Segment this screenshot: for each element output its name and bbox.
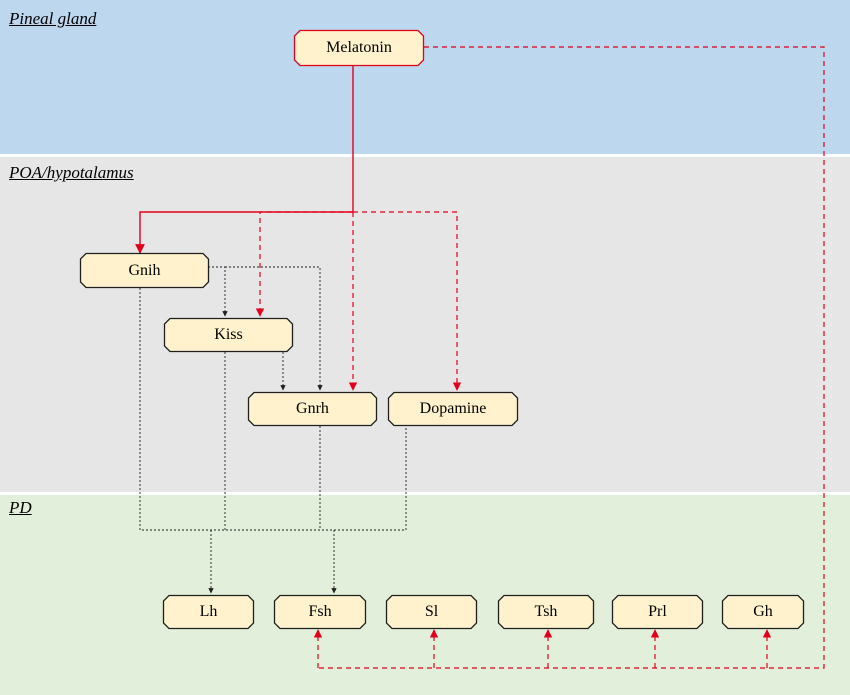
pd-label: PD	[9, 498, 32, 517]
fsh-node: Fsh	[274, 595, 366, 629]
gnih-to-kiss-edge	[208, 266, 228, 317]
gnih-down-edge	[139, 288, 407, 531]
melatonin-to-kiss-edge	[255, 211, 353, 317]
dopamine-node: Dopamine	[388, 392, 518, 426]
pineal-gland-region	[0, 0, 850, 154]
poa-hypothalamus-region	[0, 157, 850, 492]
prl-node: Prl	[612, 595, 703, 629]
gh-node: Gh	[722, 595, 804, 629]
melatonin-to-dopamine-edge	[353, 211, 462, 391]
pineal-gland-label: Pineal gland	[9, 9, 97, 28]
tsh-node: Tsh	[498, 595, 594, 629]
melatonin-to-pd-edge	[318, 46, 825, 669]
poa-hypothalamus-label: POA/hypotalamus	[9, 163, 134, 182]
gnih-node: Gnih	[80, 253, 209, 288]
melatonin-to-gnih-edge	[135, 64, 354, 254]
sl-node: Sl	[386, 595, 477, 629]
gnih-to-gnrh-edge	[225, 266, 323, 391]
lh-node: Lh	[163, 595, 254, 629]
melatonin-node: Melatonin	[294, 30, 424, 66]
kiss-node: Kiss	[164, 318, 293, 352]
gnrh-node: Gnrh	[248, 392, 377, 426]
